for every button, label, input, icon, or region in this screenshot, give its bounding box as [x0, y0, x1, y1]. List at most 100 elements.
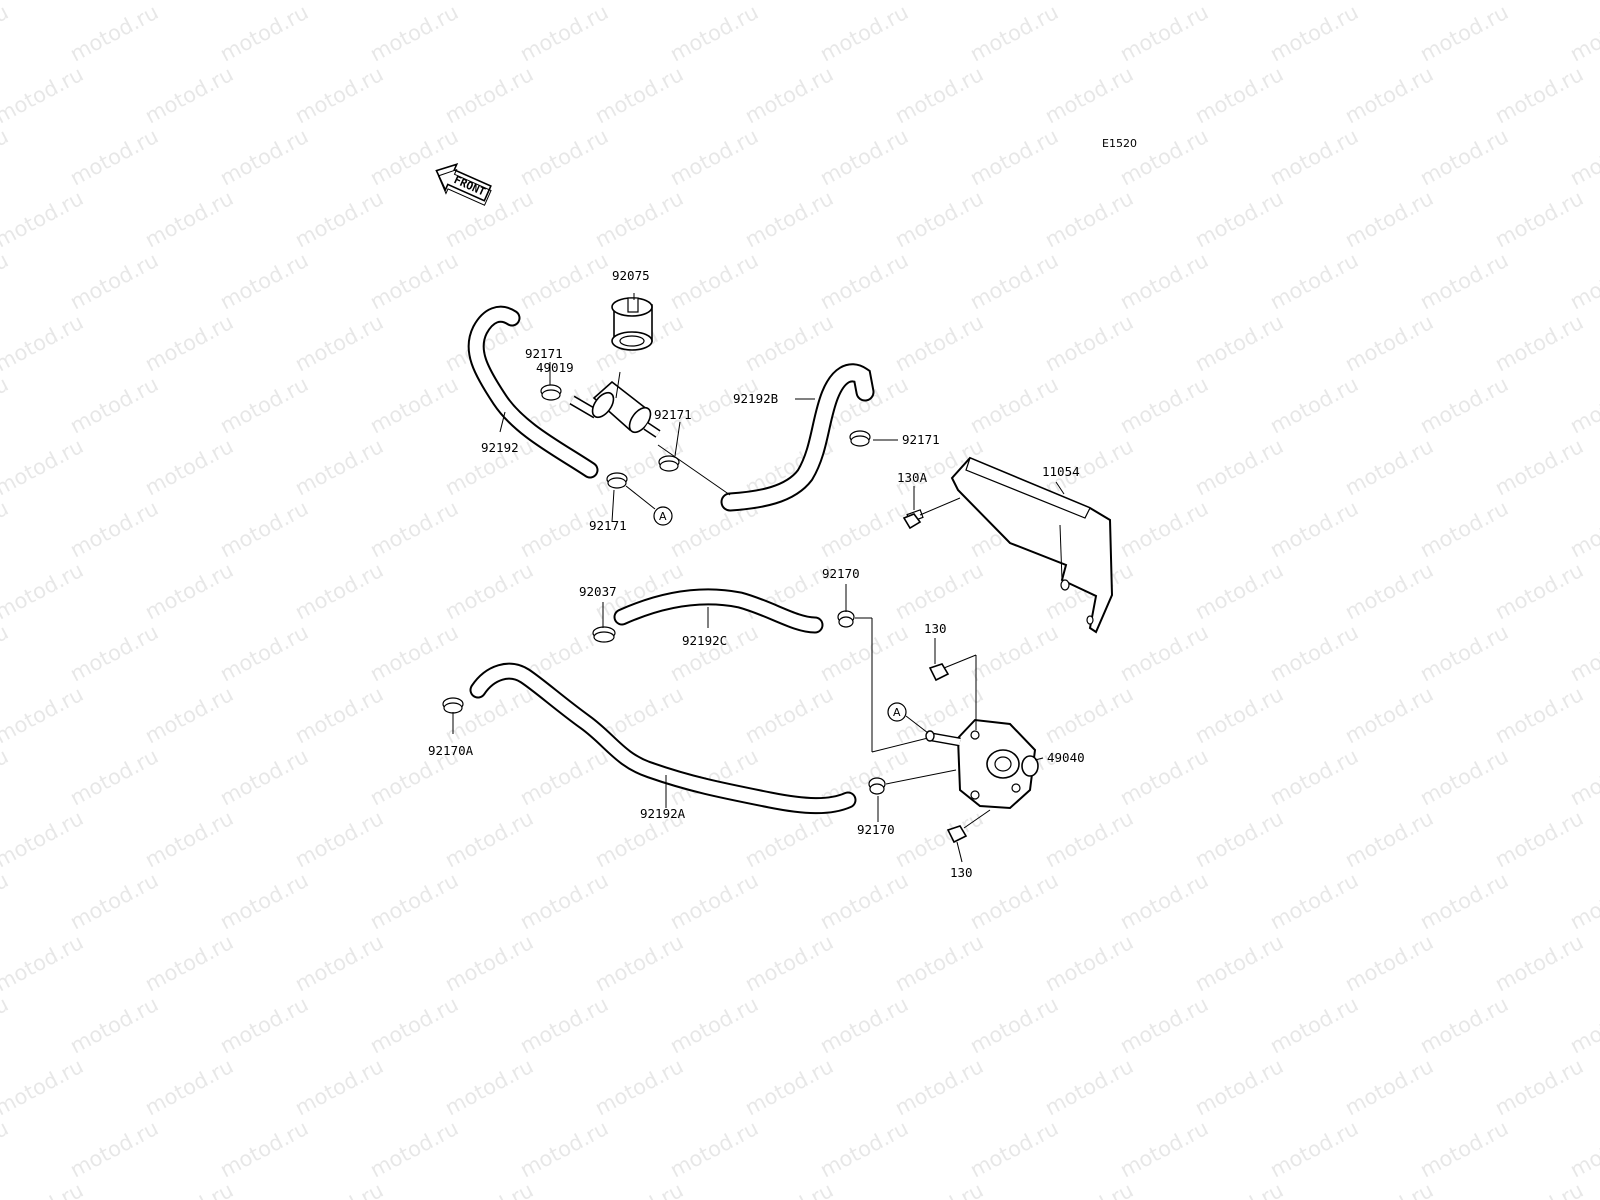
watermark-text: motod.ru: [291, 1178, 387, 1200]
watermark-text: motod.ru: [741, 806, 837, 872]
watermark-text: motod.ru: [366, 868, 462, 934]
watermark-text: motod.ru: [891, 806, 987, 872]
watermark-text: motod.ru: [1266, 496, 1362, 562]
watermark-text: motod.ru: [66, 1116, 162, 1182]
watermark-text: motod.ru: [1266, 372, 1362, 438]
clamp-92037[interactable]: [592, 626, 616, 643]
watermark-text: motod.ru: [216, 1116, 312, 1182]
label-92170-a[interactable]: 92170: [822, 566, 860, 581]
bolt-130a[interactable]: [902, 509, 924, 530]
clamp-92171-right[interactable]: [849, 430, 871, 447]
watermark-text: motod.ru: [441, 0, 537, 4]
watermark-text: motod.ru: [1041, 0, 1137, 4]
watermark-text: motod.ru: [366, 0, 462, 66]
watermark-text: motod.ru: [1341, 186, 1437, 252]
watermark-text: motod.ru: [1191, 434, 1287, 500]
bolt-130-top[interactable]: [928, 663, 950, 682]
label-92075[interactable]: 92075: [612, 268, 650, 283]
watermark-text: motod.ru: [1116, 248, 1212, 314]
watermark-text: motod.ru: [366, 248, 462, 314]
watermark-text: motod.ru: [816, 868, 912, 934]
figure-code: E1520: [1102, 137, 1137, 150]
hose-92192a[interactable]: [469, 662, 857, 815]
watermark-text: motod.ru: [441, 558, 537, 624]
watermark-text: motod.ru: [1491, 0, 1587, 4]
watermark-text: motod.ru: [1416, 868, 1512, 934]
watermark-text: motod.ru: [1566, 0, 1600, 66]
watermark-text: motod.ru: [1416, 744, 1512, 810]
watermark-text: motod.ru: [1341, 310, 1437, 376]
clamp-92170-top[interactable]: [837, 610, 855, 628]
label-92192c[interactable]: 92192C: [682, 633, 727, 648]
label-92171-d[interactable]: 92171: [589, 518, 627, 533]
watermark-text: motod.ru: [966, 248, 1062, 314]
watermark-text: motod.ru: [1041, 186, 1137, 252]
watermark-text: motod.ru: [966, 868, 1062, 934]
fuel-pump-49040[interactable]: [925, 718, 1039, 810]
label-92192b[interactable]: 92192B: [733, 391, 778, 406]
watermark-text: motod.ru: [0, 0, 12, 66]
watermark-text: motod.ru: [591, 930, 687, 996]
label-92171-b[interactable]: 92171: [654, 407, 692, 422]
watermark-text: motod.ru: [591, 186, 687, 252]
bolt-130-bottom[interactable]: [946, 825, 968, 844]
watermark-text: motod.ru: [0, 124, 12, 190]
watermark-text: motod.ru: [1266, 744, 1362, 810]
watermark-text: motod.ru: [1566, 124, 1600, 190]
heat-guard-11054[interactable]: [950, 456, 1114, 634]
watermark-text: motod.ru: [366, 992, 462, 1058]
watermark-text: motod.ru: [1341, 1178, 1437, 1200]
fuel-filter-49019[interactable]: [569, 380, 661, 438]
label-92170a[interactable]: 92170A: [428, 743, 474, 758]
watermark-text: motod.ru: [1491, 62, 1587, 128]
watermark-text: motod.ru: [441, 682, 537, 748]
watermark-text: motod.ru: [441, 930, 537, 996]
label-130-top[interactable]: 130: [924, 621, 947, 636]
watermark-text: motod.ru: [666, 1116, 762, 1182]
hose-92192[interactable]: [467, 305, 599, 479]
label-49040[interactable]: 49040: [1047, 750, 1085, 765]
watermark-text: motod.ru: [966, 992, 1062, 1058]
label-92171-c[interactable]: 92171: [902, 432, 940, 447]
watermark-text: motod.ru: [291, 558, 387, 624]
watermark-text: motod.ru: [591, 62, 687, 128]
watermark-text: motod.ru: [0, 1054, 87, 1120]
watermark-text: motod.ru: [66, 992, 162, 1058]
watermark-text: motod.ru: [291, 62, 387, 128]
clamp-92171-bottom[interactable]: [606, 472, 628, 489]
label-49019[interactable]: 49019: [536, 360, 574, 375]
watermark-text: motod.ru: [1041, 310, 1137, 376]
watermark-text: motod.ru: [1566, 248, 1600, 314]
clamp-92170a[interactable]: [442, 697, 464, 714]
label-92171-a[interactable]: 92171: [525, 346, 563, 361]
watermark-text: motod.ru: [66, 868, 162, 934]
watermark-text: motod.ru: [1341, 806, 1437, 872]
bracket-92075[interactable]: [611, 297, 653, 351]
watermark-text: motod.ru: [1566, 620, 1600, 686]
hose-92192b[interactable]: [720, 363, 875, 512]
watermark-text: motod.ru: [1416, 1116, 1512, 1182]
label-92192a[interactable]: 92192A: [640, 806, 686, 821]
watermark-text: motod.ru: [1491, 930, 1587, 996]
watermark-text: motod.ru: [816, 496, 912, 562]
clamp-92170-bottom[interactable]: [868, 777, 886, 795]
clamp-92171-middle[interactable]: [658, 455, 680, 472]
watermark-text: motod.ru: [741, 1178, 837, 1200]
watermark-text: motod.ru: [216, 496, 312, 562]
label-130a[interactable]: 130A: [897, 470, 928, 485]
hose-92192c[interactable]: [613, 588, 824, 634]
label-130-bottom[interactable]: 130: [950, 865, 973, 880]
watermark-text: motod.ru: [0, 744, 12, 810]
clamp-92171-top-left[interactable]: [540, 384, 562, 401]
label-92170-b[interactable]: 92170: [857, 822, 895, 837]
label-92192[interactable]: 92192: [481, 440, 519, 455]
label-11054[interactable]: 11054: [1042, 464, 1080, 479]
watermark-text: motod.ru: [1341, 434, 1437, 500]
watermark-text: motod.ru: [1491, 1054, 1587, 1120]
ref-marker-a-upper: A: [653, 506, 673, 526]
watermark-text: motod.ru: [441, 806, 537, 872]
watermark-text: motod.ru: [816, 1116, 912, 1182]
watermark-text: motod.ru: [0, 930, 87, 996]
label-92037[interactable]: 92037: [579, 584, 617, 599]
